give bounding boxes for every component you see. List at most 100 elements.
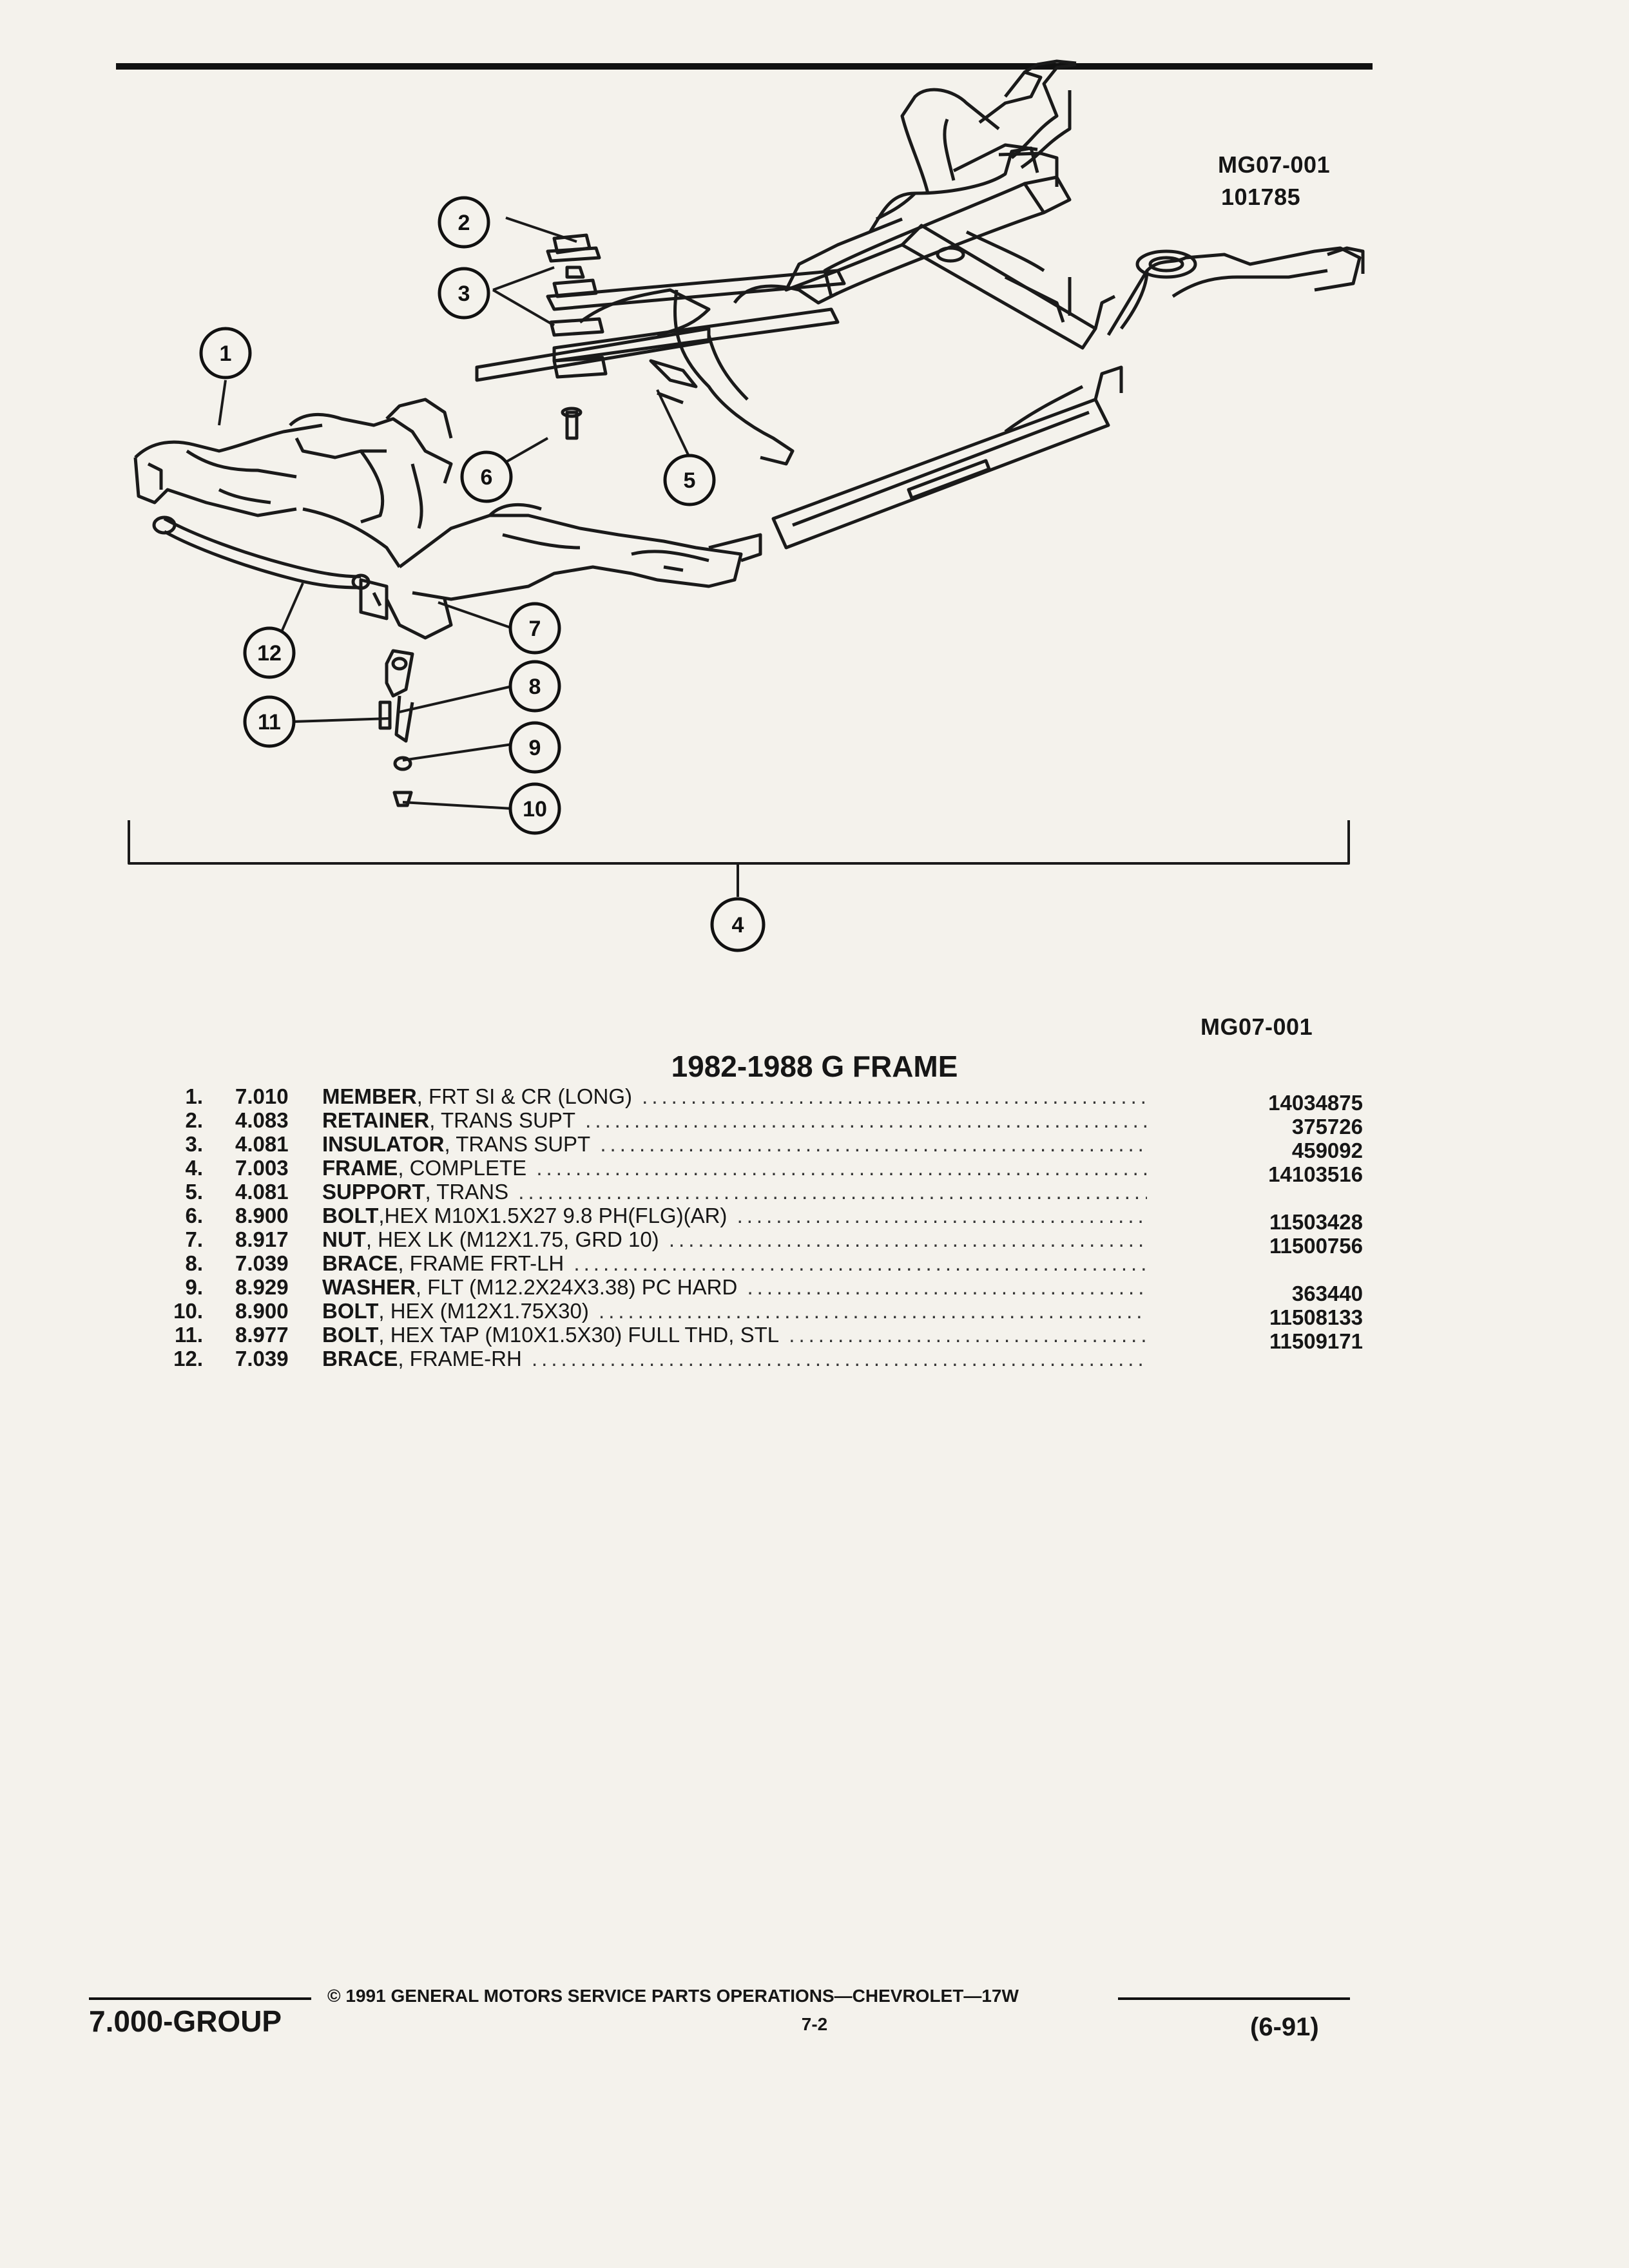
part-detail: , HEX TAP (M10X1.5X30) FULL THD, STL	[378, 1323, 780, 1347]
part-number: 11508133	[1269, 1305, 1363, 1329]
svg-text:8: 8	[529, 675, 541, 699]
part-name: WASHER	[322, 1275, 416, 1299]
top-rule	[116, 63, 1373, 70]
group-code: 8.900	[235, 1204, 289, 1227]
callout-leaders	[218, 216, 691, 810]
part-number: 11509171	[1269, 1329, 1363, 1353]
group-code: 8.929	[235, 1275, 289, 1299]
part-description: BRACE, FRAME FRT-LH ....................…	[322, 1251, 1147, 1275]
frame-upper-cross-rear	[784, 192, 916, 292]
item-number: 12.	[173, 1347, 203, 1370]
brace-frame-rh	[152, 515, 371, 590]
parts-row: 8. 7.039 BRACE, FRAME FRT-LH .............…	[164, 1251, 1363, 1275]
part-name: BOLT	[322, 1299, 379, 1323]
callout-11: 11	[243, 695, 296, 748]
parts-row: 2. 4.083 RETAINER, TRANS SUPT ............…	[164, 1108, 1363, 1139]
callout-5: 5	[663, 454, 716, 506]
part-number: 11503428	[1269, 1210, 1363, 1234]
brace-frame-lh	[378, 649, 414, 807]
footer-rule-left	[89, 1997, 311, 2000]
part-detail: , FRAME FRT-LH	[398, 1251, 564, 1275]
part-name: BOLT	[322, 1323, 379, 1347]
trans-mount-stack	[546, 233, 608, 440]
svg-text:11: 11	[258, 710, 281, 735]
callout-9: 9	[508, 721, 561, 774]
part-name: RETAINER	[322, 1108, 430, 1132]
part-detail: , TRANS SUPT	[429, 1108, 575, 1132]
frame-center-rails	[475, 269, 846, 466]
part-number: 14034875	[1268, 1091, 1363, 1115]
frame-exploded-diagram: 1 2 3 4 5 6 7 8 9 10 11 12	[128, 59, 1365, 952]
svg-text:12: 12	[257, 641, 282, 666]
footer-copyright: © 1991 GENERAL MOTORS SERVICE PARTS OPER…	[327, 1986, 1019, 2006]
group-code: 4.083	[235, 1108, 289, 1132]
part-number: 459092	[1291, 1139, 1363, 1162]
svg-text:3: 3	[458, 282, 470, 306]
part-description: INSULATOR, TRANS SUPT ..................…	[322, 1132, 1147, 1156]
item-number: 10.	[173, 1299, 203, 1323]
item-number: 8.	[185, 1251, 203, 1275]
svg-text:2: 2	[458, 211, 470, 235]
group-code: 7.039	[235, 1251, 289, 1275]
part-detail: ,HEX M10X1.5X27 9.8 PH(FLG)(AR)	[378, 1204, 728, 1227]
svg-text:9: 9	[529, 736, 541, 760]
callout-7: 7	[508, 602, 561, 655]
callout-3: 3	[438, 267, 490, 320]
frame-front-rail-lh	[359, 503, 762, 640]
group-code: 8.900	[235, 1299, 289, 1323]
part-description: MEMBER, FRT SI & CR (LONG) .............…	[322, 1084, 1147, 1108]
part-name: NUT	[322, 1227, 366, 1251]
part-description: BRACE, FRAME-RH ........................…	[322, 1347, 1147, 1370]
svg-text:5: 5	[684, 468, 696, 493]
part-number: 11500756	[1269, 1234, 1363, 1258]
svg-text:4: 4	[732, 913, 744, 937]
parts-list-title: 1982-1988 G FRAME	[671, 1050, 958, 1083]
item-number: 2.	[185, 1108, 203, 1132]
svg-text:7: 7	[529, 617, 541, 641]
part-description: NUT, HEX LK (M12X1.75, GRD 10) .........…	[322, 1227, 1147, 1251]
part-detail: , FRT SI & CR (LONG)	[416, 1084, 632, 1108]
part-description: RETAINER, TRANS SUPT ...................…	[322, 1108, 1147, 1132]
callout-10: 10	[508, 782, 561, 835]
part-detail: , HEX (M12X1.75X30)	[378, 1299, 589, 1323]
group-code: 4.081	[235, 1132, 289, 1156]
group-code: 7.010	[235, 1084, 289, 1108]
figure-date-code: 101785	[1221, 184, 1301, 210]
parts-row: 10. 8.900 BOLT, HEX (M12X1.75X30) ........…	[164, 1299, 1363, 1329]
group-code: 4.081	[235, 1180, 289, 1204]
svg-text:10: 10	[523, 797, 547, 822]
part-description: SUPPORT, TRANS .........................…	[322, 1180, 1147, 1204]
group-code: 7.039	[235, 1347, 289, 1370]
part-detail: , HEX LK (M12X1.75, GRD 10)	[365, 1227, 659, 1251]
callout-12: 12	[243, 626, 296, 679]
part-number: 375726	[1291, 1115, 1363, 1139]
part-description: BOLT,HEX M10X1.5X27 9.8 PH(FLG)(AR) ....…	[322, 1204, 1147, 1227]
callout-8: 8	[508, 660, 561, 713]
part-name: SUPPORT	[322, 1180, 425, 1204]
callout-1: 1	[199, 327, 252, 380]
part-detail: , FLT (M12.2X24X3.38) PC HARD	[415, 1275, 738, 1299]
part-detail: , TRANS SUPT	[444, 1132, 591, 1156]
frame-sill-rh	[771, 365, 1123, 550]
callout-4: 4	[710, 897, 766, 952]
part-name: INSULATOR	[322, 1132, 445, 1156]
group-code: 8.917	[235, 1227, 289, 1251]
part-detail: , TRANS	[425, 1180, 509, 1204]
callout-2: 2	[438, 196, 490, 249]
item-number: 11.	[174, 1323, 203, 1347]
part-number: 14103516	[1268, 1162, 1363, 1186]
callout-6: 6	[460, 450, 513, 503]
part-name: MEMBER	[322, 1084, 417, 1108]
item-number: 9.	[185, 1275, 203, 1299]
figure-id-top: MG07-001	[1218, 151, 1331, 178]
revision-date: (6-91)	[1250, 2013, 1319, 2041]
frame-horn-rh	[900, 59, 1077, 194]
part-description: BOLT, HEX (M12X1.75X30) ................…	[322, 1299, 1147, 1323]
svg-text:6: 6	[481, 465, 493, 490]
